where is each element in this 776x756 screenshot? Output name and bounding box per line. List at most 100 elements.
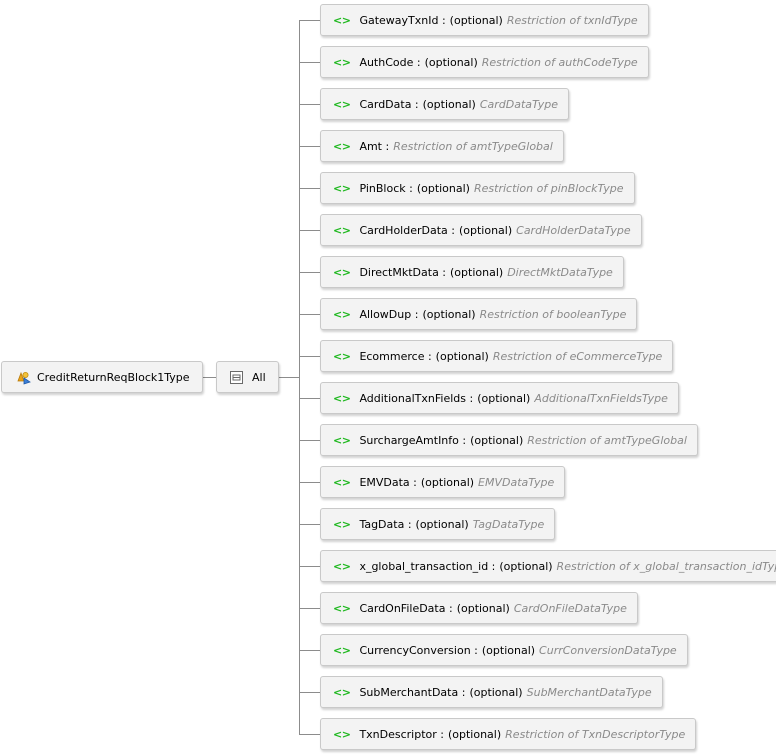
element-icon: <> bbox=[333, 559, 351, 573]
connector-branch bbox=[299, 272, 320, 273]
element-node[interactable]: <>PinBlock :(optional)Restriction of pin… bbox=[320, 172, 635, 204]
element-node[interactable]: <>AdditionalTxnFields :(optional)Additio… bbox=[320, 382, 679, 414]
connector-branch bbox=[299, 20, 320, 21]
element-type: CardDataType bbox=[479, 97, 559, 111]
all-compositor-icon bbox=[230, 370, 243, 384]
element-icon: <> bbox=[333, 13, 351, 27]
element-type: Restriction of authCodeType bbox=[481, 55, 638, 69]
element-node[interactable]: <>EMVData :(optional)EMVDataType bbox=[320, 466, 566, 498]
element-optional: (optional) bbox=[424, 55, 478, 69]
element-optional: (optional) bbox=[481, 643, 536, 657]
element-node[interactable]: <>DirectMktData :(optional)DirectMktData… bbox=[320, 256, 624, 288]
element-optional: (optional) bbox=[450, 265, 504, 279]
element-icon: <> bbox=[333, 139, 351, 153]
connector-branch bbox=[299, 398, 320, 399]
connector-branch bbox=[299, 482, 320, 483]
connector-branch bbox=[299, 650, 320, 651]
connector-branch bbox=[299, 314, 320, 315]
connector-branch bbox=[299, 440, 320, 441]
element-optional: (optional) bbox=[447, 727, 502, 741]
complex-type-label: CreditReturnReqBlock1Type bbox=[37, 370, 190, 384]
element-type: DirectMktDataType bbox=[507, 265, 613, 279]
element-type: Restriction of amtTypeGlobal bbox=[527, 433, 687, 447]
element-name: Ecommerce : bbox=[359, 349, 432, 363]
element-optional: (optional) bbox=[420, 475, 475, 489]
connector-branch bbox=[299, 566, 320, 567]
connector-branch bbox=[299, 608, 320, 609]
element-icon: <> bbox=[333, 97, 351, 111]
connector-branch bbox=[299, 356, 320, 357]
connector-branch bbox=[299, 524, 320, 525]
element-optional: (optional) bbox=[499, 559, 553, 573]
element-node[interactable]: <> CardOnFileData :(optional)CardOnFileDa… bbox=[320, 592, 638, 624]
element-type: EMVDataType bbox=[478, 475, 555, 489]
element-icon: <> bbox=[333, 349, 351, 363]
element-name: CardHolderData : bbox=[359, 223, 455, 237]
connector-branch bbox=[299, 104, 320, 105]
element-type: Restriction of eCommerceType bbox=[492, 349, 663, 363]
element-node[interactable]: <>TxnDescriptor :(optional)Restriction o… bbox=[320, 718, 697, 750]
element-icon: <> bbox=[333, 517, 351, 531]
element-node[interactable]: <>AuthCode :(optional)Restriction of aut… bbox=[320, 46, 649, 78]
element-node[interactable]: <> TagData :(optional)TagDataType bbox=[320, 508, 556, 540]
element-node[interactable]: <> CardData :(optional)CardDataType bbox=[320, 88, 570, 120]
element-name: Amt : bbox=[359, 139, 390, 153]
element-optional: (optional) bbox=[435, 349, 489, 363]
element-icon: <> bbox=[333, 433, 351, 447]
element-optional: (optional) bbox=[416, 181, 470, 195]
element-node[interactable]: <>CardHolderData :(optional)CardHolderDa… bbox=[320, 214, 642, 246]
element-name: AuthCode : bbox=[359, 55, 421, 69]
element-name: EMVData : bbox=[359, 475, 417, 489]
connector-branch bbox=[299, 62, 320, 63]
element-type: Restriction of pinBlockType bbox=[473, 181, 624, 195]
element-type: Restriction of x_global_transaction_idTy… bbox=[556, 559, 776, 573]
connector-all-to-trunk bbox=[278, 377, 300, 378]
element-optional: (optional) bbox=[456, 601, 510, 615]
element-node[interactable]: <> x_global_transaction_id :(optional)Res… bbox=[320, 550, 776, 582]
element-name: CardOnFileData : bbox=[359, 601, 453, 615]
element-type: SubMerchantDataType bbox=[526, 685, 652, 699]
complex-type-icon bbox=[17, 371, 31, 385]
element-name: TagData : bbox=[359, 517, 412, 531]
element-name: AllowDup : bbox=[359, 307, 419, 321]
element-icon: <> bbox=[333, 643, 351, 657]
element-optional: (optional) bbox=[422, 97, 476, 111]
element-name: AdditionalTxnFields : bbox=[359, 391, 474, 405]
element-name: CurrencyConversion : bbox=[359, 643, 478, 657]
element-name: x_global_transaction_id : bbox=[359, 559, 496, 573]
element-node[interactable]: <>AllowDup :(optional)Restriction of boo… bbox=[320, 298, 638, 330]
element-name: DirectMktData : bbox=[359, 265, 447, 279]
element-icon: <> bbox=[333, 685, 351, 699]
connector-branch bbox=[299, 734, 320, 735]
connector-root-to-all bbox=[196, 377, 216, 378]
connector-branch bbox=[299, 230, 320, 231]
connector-branch bbox=[299, 188, 320, 189]
element-optional: (optional) bbox=[415, 517, 469, 531]
element-node[interactable]: <>CurrencyConversion :(optional)CurrConv… bbox=[320, 634, 688, 666]
element-node[interactable]: <> SubMerchantData :(optional)SubMerchant… bbox=[320, 676, 663, 708]
element-name: GatewayTxnId : bbox=[359, 13, 446, 27]
element-type: Restriction of booleanType bbox=[479, 307, 627, 321]
element-type: Restriction of txnIdType bbox=[506, 13, 638, 27]
element-icon: <> bbox=[333, 181, 351, 195]
all-compositor-label: All bbox=[252, 370, 266, 384]
element-type: CardHolderDataType bbox=[516, 223, 631, 237]
element-node[interactable]: <>Amt :Restriction of amtTypeGlobal bbox=[320, 130, 564, 162]
element-node[interactable]: <>SurchargeAmtInfo :(optional)Restrictio… bbox=[320, 424, 698, 456]
element-icon: <> bbox=[333, 391, 351, 405]
element-icon: <> bbox=[333, 601, 351, 615]
element-node[interactable]: <> GatewayTxnId :(optional)Restriction of… bbox=[320, 4, 649, 36]
element-optional: (optional) bbox=[449, 13, 503, 27]
connector-branch bbox=[299, 692, 320, 693]
element-optional: (optional) bbox=[470, 433, 524, 447]
element-name: SubMerchantData : bbox=[359, 685, 466, 699]
element-node[interactable]: <> Ecommerce :(optional)Restriction of eC… bbox=[320, 340, 674, 372]
element-type: TagDataType bbox=[472, 517, 545, 531]
element-name: TxnDescriptor : bbox=[359, 727, 444, 741]
element-type: CardOnFileDataType bbox=[513, 601, 627, 615]
element-name: CardData : bbox=[359, 97, 419, 111]
all-compositor-node[interactable]: All bbox=[216, 361, 279, 393]
element-optional: (optional) bbox=[469, 685, 523, 699]
element-optional: (optional) bbox=[422, 307, 476, 321]
complex-type-node[interactable]: CreditReturnReqBlock1Type bbox=[1, 361, 203, 393]
